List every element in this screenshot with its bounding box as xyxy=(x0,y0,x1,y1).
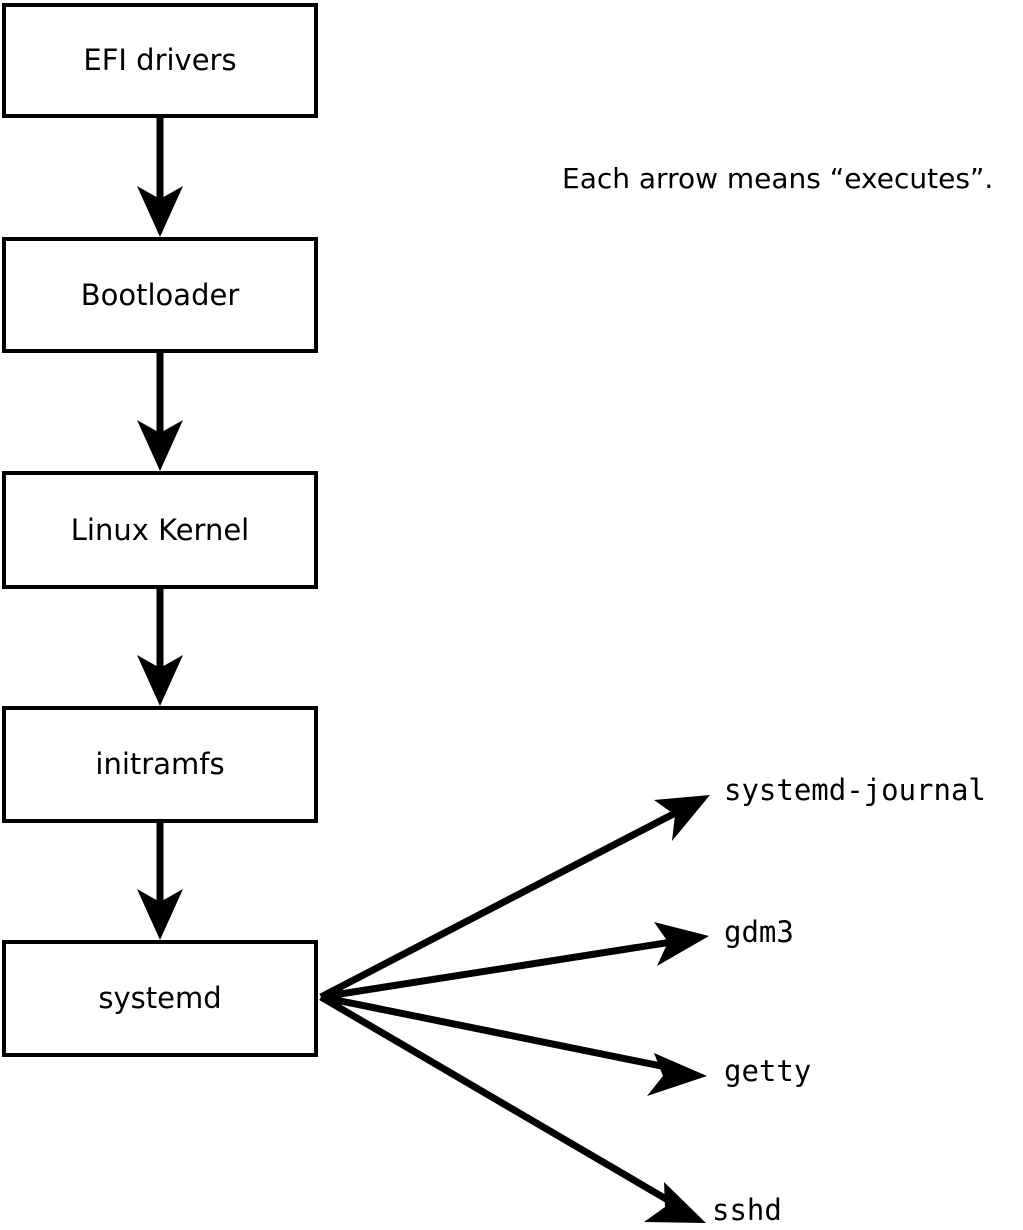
node-initramfs[interactable]: initramfs xyxy=(2,706,318,823)
leaf-label-getty-text: getty xyxy=(724,1054,812,1088)
node-linux-kernel-label: Linux Kernel xyxy=(70,512,250,547)
arrow-systemd-to-getty xyxy=(320,993,707,1096)
leaf-label-systemd-journal[interactable]: systemd-journal xyxy=(724,776,986,805)
leaf-label-gdm3-text: gdm3 xyxy=(724,915,794,949)
leaf-label-systemd-journal-text: systemd-journal xyxy=(724,773,986,807)
arrow-efi-drivers-to-bootloader xyxy=(137,118,183,237)
node-systemd[interactable]: systemd xyxy=(2,940,318,1057)
arrow-systemd-to-systemd-journal xyxy=(319,795,710,1001)
arrow-initramfs-to-systemd xyxy=(137,823,183,940)
leaf-label-getty[interactable]: getty xyxy=(724,1057,811,1086)
node-linux-kernel[interactable]: Linux Kernel xyxy=(2,471,318,589)
node-bootloader[interactable]: Bootloader xyxy=(2,237,318,353)
arrow-linux-kernel-to-initramfs xyxy=(137,589,183,706)
arrow-bootloader-to-linux-kernel xyxy=(137,353,183,471)
node-systemd-label: systemd xyxy=(98,981,222,1015)
leaf-label-sshd-text: sshd xyxy=(712,1193,782,1227)
node-efi-drivers-label: EFI drivers xyxy=(83,43,237,77)
node-initramfs-label: initramfs xyxy=(95,747,225,781)
node-bootloader-label: Bootloader xyxy=(80,277,240,312)
leaf-label-sshd[interactable]: sshd xyxy=(712,1196,782,1225)
leaf-label-gdm3[interactable]: gdm3 xyxy=(724,918,794,947)
legend-note-text: Each arrow means “executes”. xyxy=(562,162,994,195)
legend-note: Each arrow means “executes”. xyxy=(562,165,993,193)
arrow-systemd-to-gdm3 xyxy=(320,922,709,1001)
arrow-systemd-to-sshd xyxy=(319,993,706,1223)
node-efi-drivers[interactable]: EFI drivers xyxy=(2,3,318,118)
